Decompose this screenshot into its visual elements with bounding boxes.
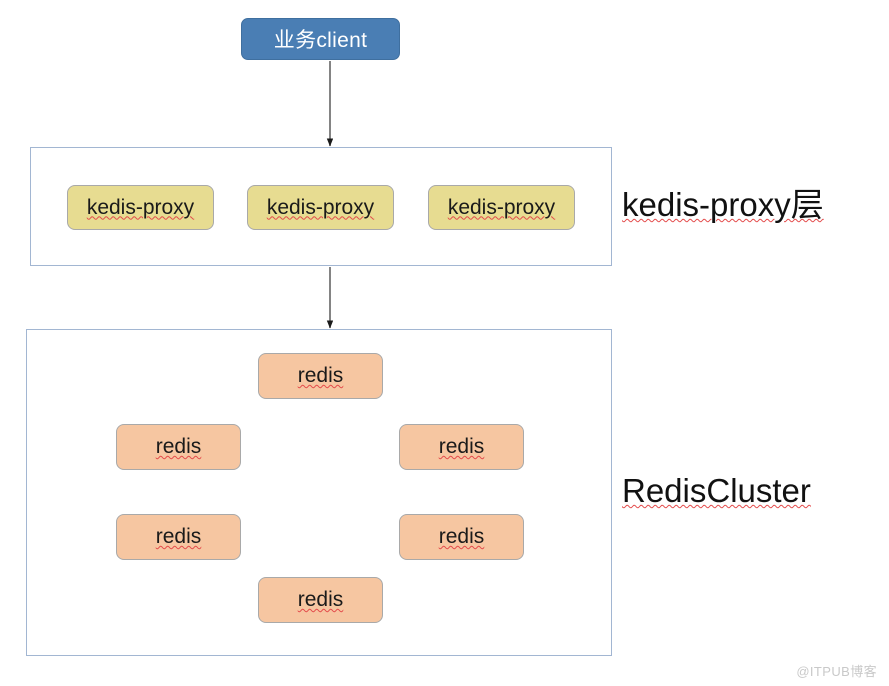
proxy-layer-caption: kedis-proxy层: [622, 188, 824, 221]
redis-node-top[interactable]: redis: [258, 353, 383, 399]
proxy-node-2[interactable]: kedis-proxy: [247, 185, 394, 230]
redis-node-top-label: redis: [297, 364, 344, 387]
cluster-layer-caption: RedisCluster: [622, 474, 811, 507]
redis-node-right-upper[interactable]: redis: [399, 424, 524, 470]
redis-node-bottom-label: redis: [297, 588, 344, 611]
proxy-node-2-label: kedis-proxy: [266, 195, 375, 219]
redis-node-left-lower-label: redis: [155, 525, 202, 548]
proxy-node-1[interactable]: kedis-proxy: [67, 185, 214, 230]
redis-node-left-upper-label: redis: [155, 435, 202, 458]
redis-node-bottom[interactable]: redis: [258, 577, 383, 623]
proxy-node-3[interactable]: kedis-proxy: [428, 185, 575, 230]
redis-node-left-lower[interactable]: redis: [116, 514, 241, 560]
redis-node-right-upper-label: redis: [438, 435, 485, 458]
proxy-node-3-label: kedis-proxy: [447, 195, 556, 219]
proxy-node-1-label: kedis-proxy: [86, 195, 195, 219]
client-node[interactable]: 业务client: [241, 18, 400, 60]
proxy-layer-caption-text: kedis-proxy层: [622, 186, 824, 223]
watermark: @ITPUB博客: [796, 664, 877, 679]
cluster-layer-caption-text: RedisCluster: [622, 472, 811, 509]
redis-node-left-upper[interactable]: redis: [116, 424, 241, 470]
client-node-label: 业务client: [273, 29, 368, 52]
redis-node-right-lower-label: redis: [438, 525, 485, 548]
redis-node-right-lower[interactable]: redis: [399, 514, 524, 560]
